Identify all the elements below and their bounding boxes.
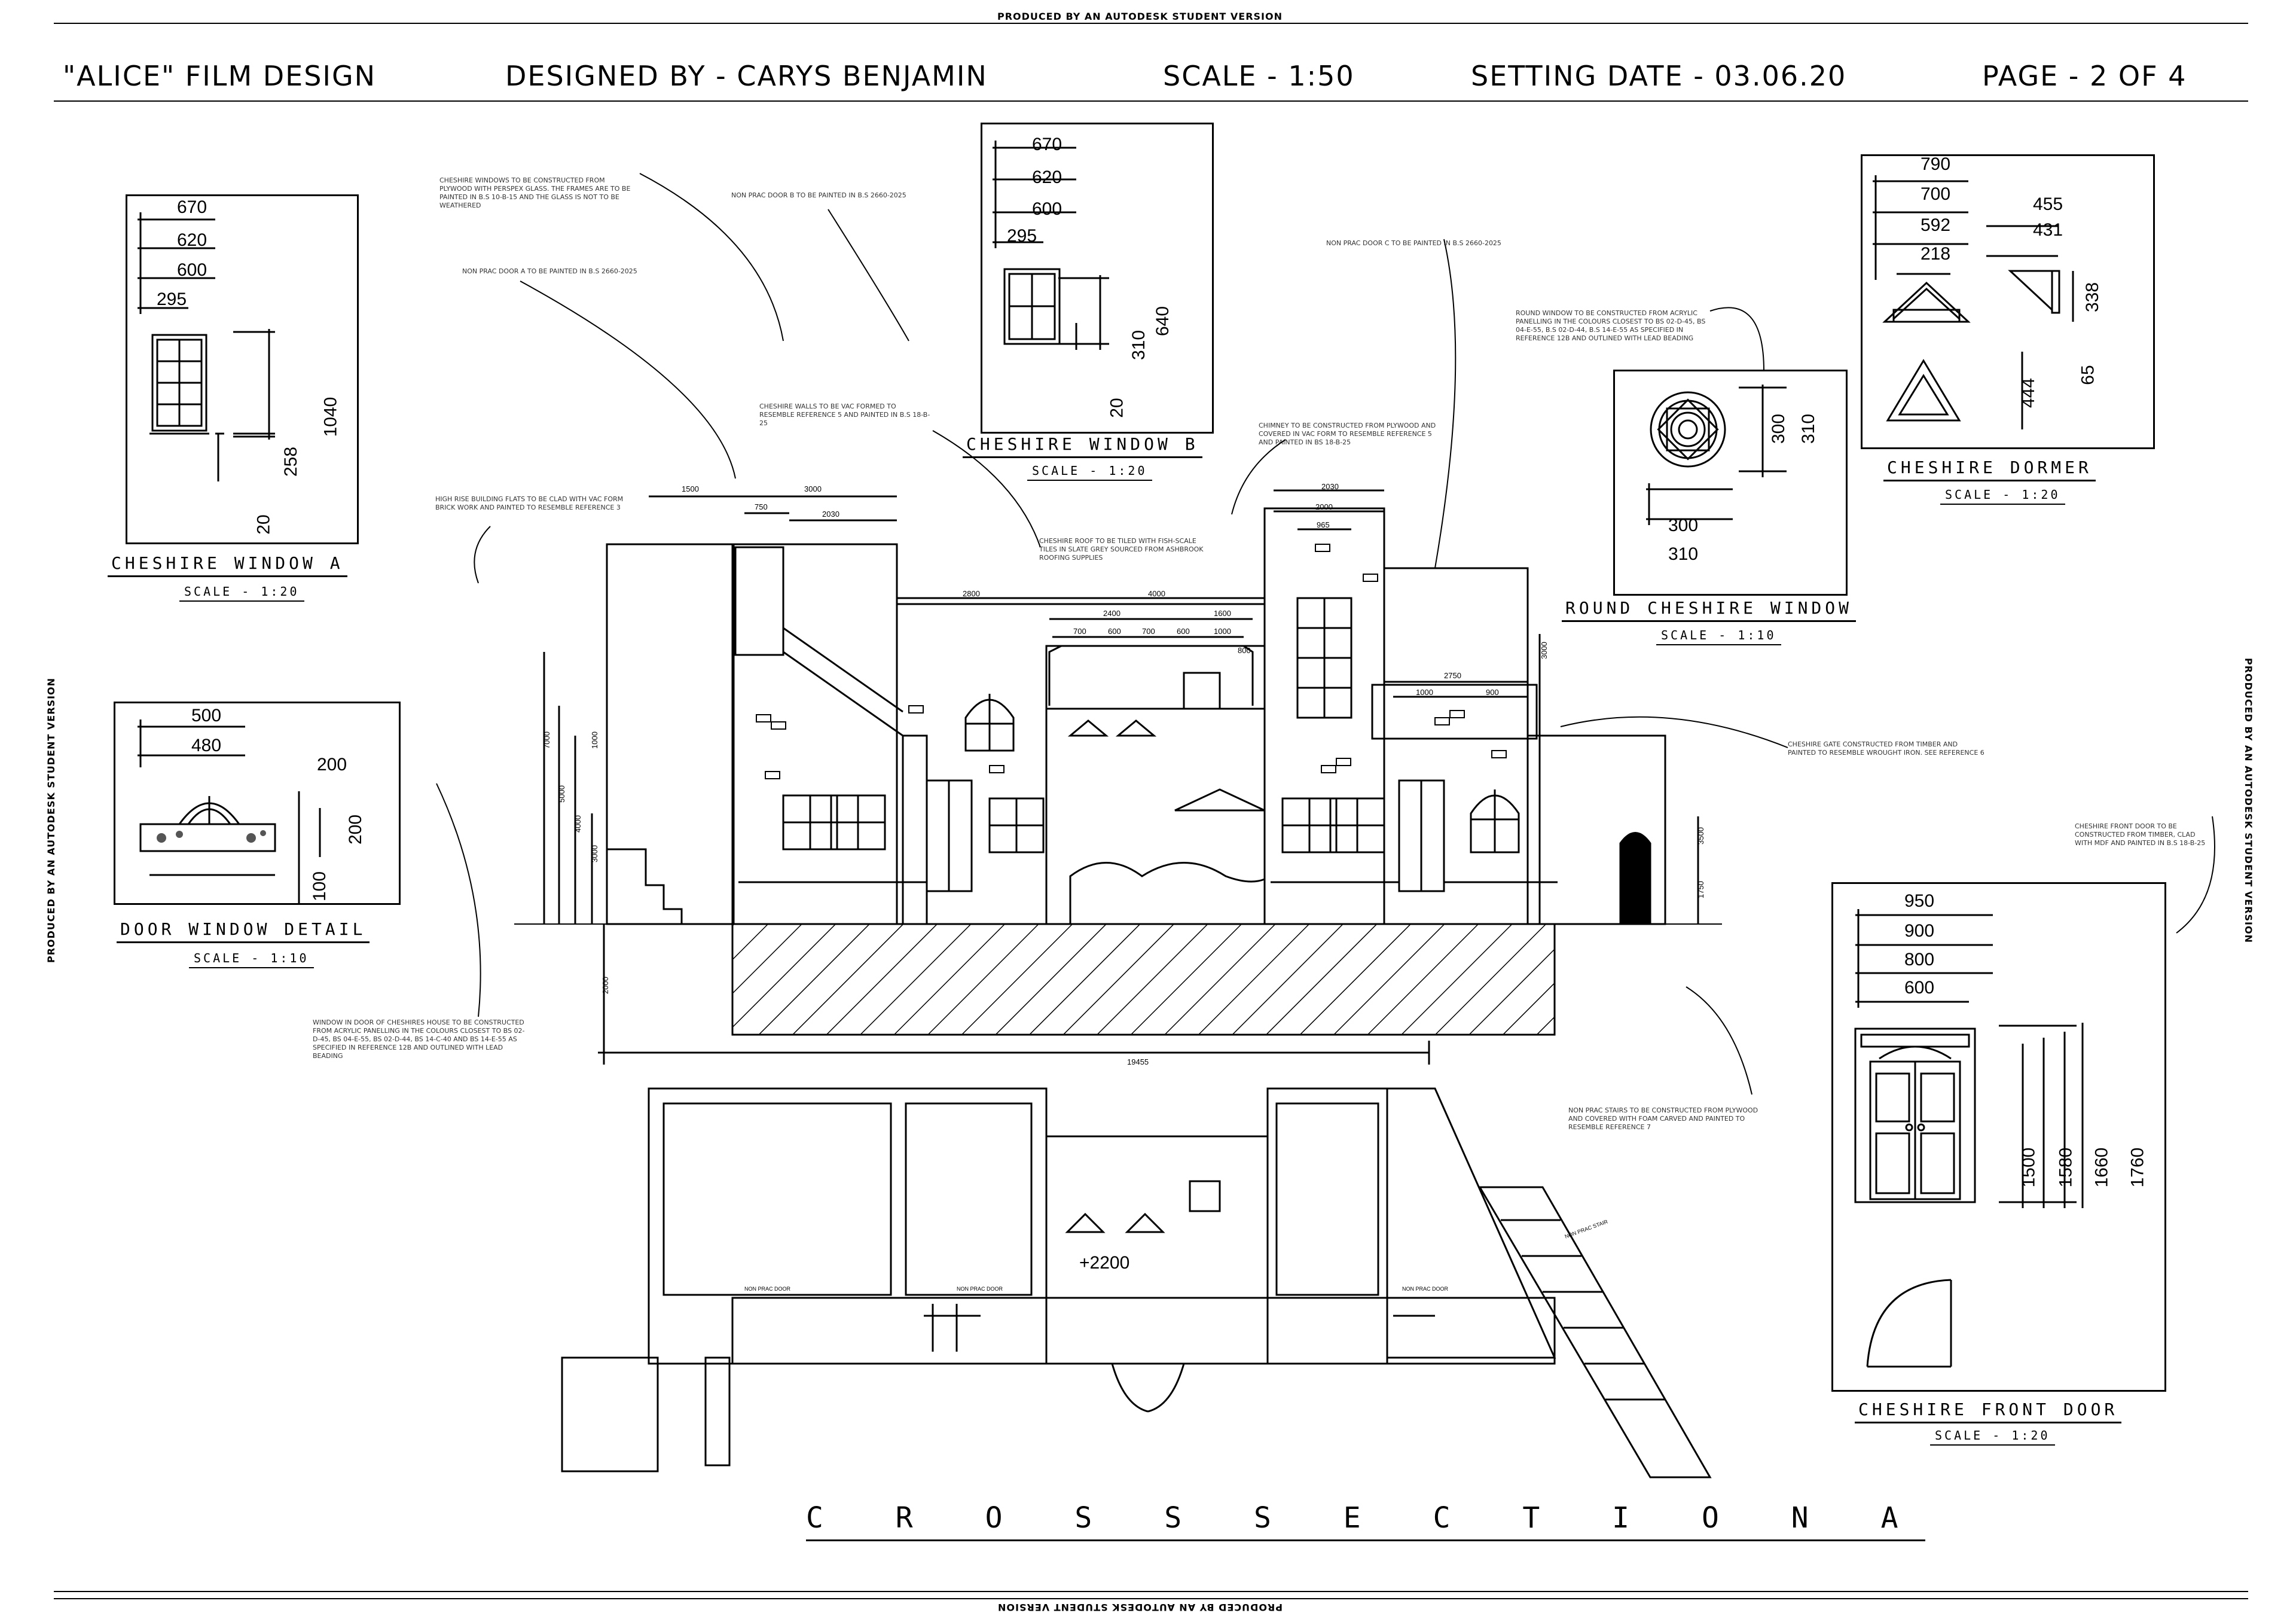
window-b-dim-w1: 670 bbox=[1032, 135, 1062, 154]
note-chimney: Chimney to be constructed from plywood a… bbox=[1259, 422, 1436, 446]
round-window-frame bbox=[1613, 370, 1848, 596]
dormer-dim-w3: 592 bbox=[1921, 215, 1951, 235]
elev-dim-total: 19455 bbox=[1127, 1057, 1149, 1066]
note-front-door: Cheshire front door to be constructed fr… bbox=[2075, 822, 2206, 847]
note-round-window: Round window to be constructed from acry… bbox=[1516, 309, 1706, 342]
dormer-frame bbox=[1861, 154, 2155, 449]
front-door-dim-w4: 600 bbox=[1904, 978, 1935, 998]
elev-dim-700b: 700 bbox=[1142, 627, 1155, 636]
elev-dim-3000a: 3000 bbox=[804, 484, 822, 493]
window-a-frame bbox=[126, 194, 359, 544]
note-door-window: Window in door of Cheshires house to be … bbox=[313, 1019, 525, 1060]
door-window-drawing bbox=[138, 719, 321, 905]
elev-dim-700a: 700 bbox=[1073, 627, 1086, 636]
front-door-frame bbox=[1831, 882, 2166, 1392]
top-border-line-2 bbox=[54, 100, 2248, 102]
door-window-scale: SCALE - 1:10 bbox=[189, 951, 314, 968]
note-door-a: Non prac door A to be painted in B.S 266… bbox=[462, 267, 637, 275]
elev-dim-750: 750 bbox=[755, 502, 768, 511]
front-door-dim-w3: 800 bbox=[1904, 950, 1935, 969]
plan-door-label-3: NON PRAC DOOR bbox=[1402, 1286, 1449, 1292]
window-b-title: CHESHIRE WINDOW B bbox=[963, 434, 1202, 458]
elev-dim-965: 965 bbox=[1317, 520, 1330, 529]
elev-dim-4000: 4000 bbox=[1148, 589, 1165, 598]
elev-dim-2800: 2800 bbox=[963, 589, 980, 598]
round-window-dim-w1: 300 bbox=[1668, 516, 1699, 535]
window-a-drawing bbox=[138, 212, 275, 481]
window-b-drawing bbox=[993, 141, 1109, 350]
cross-section-title: C R O S S S E C T I O N A bbox=[806, 1501, 1926, 1541]
elev-dim-1600: 1600 bbox=[1214, 609, 1231, 618]
front-door-scale: SCALE - 1:20 bbox=[1930, 1428, 2055, 1446]
note-high-rise: High rise building flats to be clad with… bbox=[435, 495, 624, 511]
page-number: PAGE - 2 OF 4 bbox=[1982, 60, 2187, 92]
window-a-dim-w3: 600 bbox=[177, 260, 207, 280]
door-window-title: DOOR WINDOW DETAIL bbox=[117, 919, 370, 943]
plan-door-label-2: NON PRAC DOOR bbox=[957, 1286, 1003, 1292]
note-walls: Cheshire walls to be vac formed to resem… bbox=[759, 403, 930, 427]
bottom-border-line-2 bbox=[54, 1598, 2248, 1599]
elev-dim-1000b: 1000 bbox=[1416, 688, 1433, 697]
elev-dim-1500: 1500 bbox=[682, 484, 699, 493]
elev-dim-800: 800 bbox=[1238, 646, 1251, 655]
elev-dim-2750: 2750 bbox=[1444, 671, 1461, 680]
drawing-scale: SCALE - 1:50 bbox=[1163, 60, 1355, 92]
round-window-drawing bbox=[1646, 385, 1787, 525]
elev-dim-900: 900 bbox=[1486, 688, 1499, 697]
elev-dim-2000a: 2000 bbox=[1315, 502, 1333, 511]
door-window-dim-w1: 500 bbox=[191, 706, 222, 725]
front-door-title: CHESHIRE FRONT DOOR bbox=[1855, 1400, 2122, 1423]
note-door-c: Non prac door C to be painted in B.S 266… bbox=[1326, 239, 1501, 247]
note-stairs: Non prac stairs to be constructed from p… bbox=[1568, 1106, 1758, 1131]
round-window-title: ROUND CHESHIRE WINDOW bbox=[1562, 598, 1857, 622]
door-window-dim-w3: 200 bbox=[317, 755, 347, 775]
dormer-dim-w4: 218 bbox=[1921, 244, 1951, 264]
bottom-border-line bbox=[54, 1591, 2248, 1592]
dormer-dim-w2: 700 bbox=[1921, 184, 1951, 204]
dormer-dim-w6: 431 bbox=[2033, 220, 2063, 240]
window-b-dim-w2: 620 bbox=[1032, 167, 1062, 187]
dormer-drawing bbox=[1873, 175, 2074, 429]
setting-date: SETTING DATE - 03.06.20 bbox=[1471, 60, 1847, 92]
round-window-dim-w2: 310 bbox=[1668, 544, 1699, 564]
elev-dim-2400: 2400 bbox=[1103, 609, 1120, 618]
door-window-frame bbox=[114, 702, 401, 905]
dormer-dim-w1: 790 bbox=[1921, 154, 1951, 174]
note-cheshire-windows: Cheshire windows to be constructed from … bbox=[439, 176, 631, 209]
plan-level: +2200 bbox=[1079, 1253, 1130, 1273]
elev-dim-2030a: 2030 bbox=[822, 510, 839, 519]
dormer-dim-w5: 455 bbox=[2033, 194, 2063, 214]
project-title: "ALICE" FILM DESIGN bbox=[63, 60, 377, 92]
designer-credit: DESIGNED BY - CARYS BENJAMIN bbox=[505, 60, 988, 92]
student-version-stamp-top: PRODUCED BY AN AUTODESK STUDENT VERSION bbox=[997, 11, 1283, 22]
window-b-dim-w3: 600 bbox=[1032, 199, 1062, 219]
elev-dim-2030b: 2030 bbox=[1321, 482, 1339, 491]
window-a-title: CHESHIRE WINDOW A bbox=[108, 553, 347, 577]
dormer-title: CHESHIRE DORMER bbox=[1883, 458, 2096, 481]
elev-dim-600a: 600 bbox=[1108, 627, 1121, 636]
window-a-dim-w2: 620 bbox=[177, 230, 207, 250]
window-a-dim-w1: 670 bbox=[177, 197, 207, 217]
window-a-scale: SCALE - 1:20 bbox=[179, 584, 304, 602]
elev-dim-600b: 600 bbox=[1177, 627, 1190, 636]
note-door-b: Non prac door B to be painted in B.S 266… bbox=[731, 191, 906, 199]
door-window-dim-w2: 480 bbox=[191, 736, 222, 755]
front-door-drawing bbox=[1854, 909, 2084, 1368]
top-border-line bbox=[54, 23, 2248, 24]
front-door-dim-w1: 950 bbox=[1904, 891, 1935, 911]
note-gate: Cheshire gate constructed from timber an… bbox=[1788, 740, 1984, 757]
window-b-dim-w4: 295 bbox=[1007, 226, 1037, 246]
note-roof: Cheshire roof to be tiled with fish-scal… bbox=[1039, 537, 1204, 562]
plan-door-label-1: NON PRAC DOOR bbox=[744, 1286, 791, 1292]
round-window-scale: SCALE - 1:10 bbox=[1656, 628, 1781, 645]
window-a-dim-w4: 295 bbox=[157, 289, 187, 309]
window-b-frame bbox=[981, 123, 1214, 434]
front-door-dim-w2: 900 bbox=[1904, 921, 1935, 941]
elev-dim-1000a: 1000 bbox=[1214, 627, 1231, 636]
dormer-scale: SCALE - 1:20 bbox=[1940, 487, 2065, 505]
window-b-scale: SCALE - 1:20 bbox=[1027, 464, 1152, 481]
